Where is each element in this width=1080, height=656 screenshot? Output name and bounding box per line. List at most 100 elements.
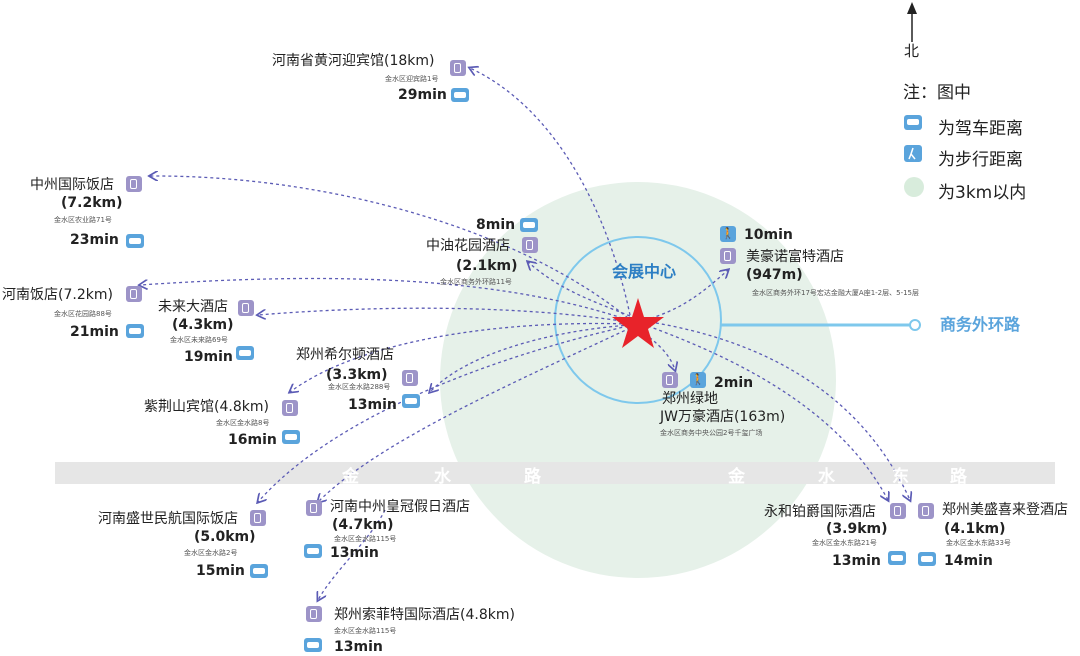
legend-title: 注：图中 xyxy=(903,83,971,103)
hotel-zijing-addr: 金水区金水路8号 xyxy=(216,419,270,427)
venue-label: 会展中心 xyxy=(612,262,677,281)
hotel-jw-addr: 金水区商务中央公园2号千玺广场 xyxy=(660,429,763,437)
hotel-jw-name2: JW万豪酒店(163m) xyxy=(660,409,786,425)
hotel-weilai-time: 19min xyxy=(184,349,233,365)
hotel-hilton-dist: (3.3km) xyxy=(326,367,388,383)
hotel-zhongzhou-name: 中州国际饭店 xyxy=(30,177,114,193)
hotel-zhongyou-time: 8min xyxy=(476,217,516,233)
car-icon xyxy=(126,234,144,248)
east-road-label: 商务外环路 xyxy=(940,315,1021,334)
hotel-meihao-time: 10min xyxy=(744,227,793,243)
car-icon xyxy=(402,394,420,408)
hotel-crowne-name: 河南中州皇冠假日酒店 xyxy=(330,499,470,515)
hotel-sofitel-time: 13min xyxy=(334,639,383,655)
hotel-hilton-time: 13min xyxy=(348,397,397,413)
hotel-huanghe-addr: 金水区迎宾路1号 xyxy=(385,75,439,83)
hotel-crowne-dist: (4.7km) xyxy=(332,517,394,533)
car-icon xyxy=(236,346,254,360)
hotel-icon xyxy=(126,286,142,302)
hotel-weilai-name: 未来大酒店 xyxy=(158,299,228,315)
hotel-yonghe-dist: (3.9km) xyxy=(826,521,888,537)
walk-icon: 🚶 xyxy=(720,226,736,242)
arrow-zijing xyxy=(290,322,629,392)
hotel-crowne-addr: 金水区金水路115号 xyxy=(334,535,397,543)
car-icon xyxy=(918,552,936,566)
road-char: 金 xyxy=(728,467,745,487)
hotel-crowne-time: 13min xyxy=(330,545,379,561)
hotel-zhongyou-dist: (2.1km) xyxy=(456,258,518,274)
arrow-meihao xyxy=(644,270,728,321)
road-char: 路 xyxy=(950,467,967,487)
car-icon xyxy=(304,638,322,652)
hotel-zhongzhou-addr: 金水区农业路71号 xyxy=(54,216,112,224)
hotel-huanghe-time: 29min xyxy=(398,87,447,103)
hotel-henanfd-time: 21min xyxy=(70,324,119,340)
hotel-icon xyxy=(450,60,466,76)
compass-label: 北 xyxy=(904,42,920,60)
north-arrow-head xyxy=(907,2,917,14)
hotel-icon xyxy=(306,606,322,622)
hotel-icon xyxy=(250,510,266,526)
hotel-zhongyou-name: 中油花园酒店 xyxy=(426,238,510,254)
hotel-icon xyxy=(126,176,142,192)
arrow-jw xyxy=(639,329,675,370)
hotel-icon xyxy=(306,500,322,516)
car-icon xyxy=(888,551,906,565)
arrow-hilton xyxy=(430,324,631,392)
hotel-jw-name1: 郑州绿地 xyxy=(662,391,718,407)
hotel-icon xyxy=(522,237,538,253)
hotel-zijing-name: 紫荆山宾馆(4.8km) xyxy=(144,399,269,415)
legend-radius: 为3km以内 xyxy=(938,183,1027,203)
road-char: 金 xyxy=(342,467,359,487)
hotel-weilai-addr: 金水区未来路69号 xyxy=(170,336,228,344)
hotel-zhongyou-addr: 金水区商务外环路11号 xyxy=(440,278,512,286)
hotel-meisheng-addr: 金水区金水东路33号 xyxy=(946,539,1011,547)
hotel-hilton-addr: 金水区金水路288号 xyxy=(328,383,391,391)
hotel-shengshi-time: 15min xyxy=(196,563,245,579)
hotel-icon xyxy=(662,372,678,388)
hotel-henanfd-addr: 金水区花园路88号 xyxy=(54,310,112,318)
hotel-meihao-addr: 金水区商务外环17号宏达金融大厦A座1-2层、5-15层 xyxy=(752,289,920,297)
hotel-icon xyxy=(282,400,298,416)
hotel-jw-time: 2min xyxy=(714,375,754,391)
hotel-icon xyxy=(238,300,254,316)
hotel-yonghe-name: 永和铂爵国际酒店 xyxy=(764,504,876,520)
arrow-zhongzhou xyxy=(150,176,629,319)
walk-icon: 🚶 xyxy=(690,372,706,388)
hotel-shengshi-name: 河南盛世民航国际饭店 xyxy=(98,511,238,527)
hotel-zhongzhou-dist: (7.2km) xyxy=(61,195,123,211)
arrow-yonghe xyxy=(647,325,888,500)
hotel-icon xyxy=(720,248,736,264)
hotel-icon xyxy=(402,370,418,386)
arrow-huanghe xyxy=(470,68,631,316)
hotel-meihao-dist: (947m) xyxy=(746,267,803,283)
road-char: 东 xyxy=(892,467,909,487)
hotel-meisheng-dist: (4.1km) xyxy=(944,521,1006,537)
jinshui-road xyxy=(55,462,1055,484)
arrow-henanfd xyxy=(140,277,629,321)
road-char: 水 xyxy=(434,467,451,487)
hotel-yonghe-addr: 金水区金水东路21号 xyxy=(812,539,877,547)
arrow-zhongyou xyxy=(528,262,631,317)
east-road-end xyxy=(909,319,921,331)
road-char: 路 xyxy=(524,467,541,487)
hotel-huanghe-name: 河南省黄河迎宾馆(18km) xyxy=(272,53,435,69)
hotel-zijing-time: 16min xyxy=(228,432,277,448)
car-icon xyxy=(282,430,300,444)
car-icon xyxy=(304,544,322,558)
hotel-icon xyxy=(918,503,934,519)
hotel-shengshi-addr: 金水区金水路2号 xyxy=(184,549,238,557)
hotel-zhongzhou-time: 23min xyxy=(70,232,119,248)
arrow-weilai xyxy=(258,307,629,323)
hotel-sofitel-addr: 金水区金水路115号 xyxy=(334,627,397,635)
legend-zone-swatch xyxy=(904,177,924,197)
center-ring xyxy=(554,236,722,404)
car-icon xyxy=(520,218,538,232)
legend-walk: 为步行距离 xyxy=(938,150,1023,170)
hotel-hilton-name: 郑州希尔顿酒店 xyxy=(296,347,394,363)
arrow-meisheng xyxy=(649,321,910,500)
car-icon xyxy=(451,88,469,102)
car-icon xyxy=(250,564,268,578)
legend-drive: 为驾车距离 xyxy=(938,119,1023,139)
